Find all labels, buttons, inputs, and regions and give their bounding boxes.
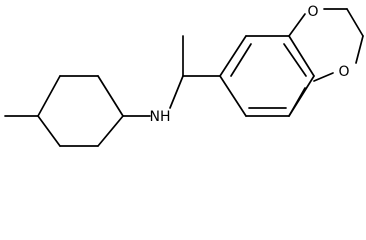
oxygen-top-label: O [307,4,318,20]
bond-nitrogen-chiral-carbon [169,75,184,109]
bond [346,8,364,37]
bond [219,35,247,77]
bond [288,87,306,117]
oxygen-bottom-label: O [338,64,349,80]
chemical-structure: NH O O [4,4,364,147]
benzene-ring [219,35,315,117]
double-bond-inner [230,43,252,77]
bond [97,115,124,147]
bond [313,72,334,82]
cyclohexane-ring [37,75,124,147]
bond [97,75,124,117]
nitrogen-label: NH [150,109,171,125]
dioxane-ring [288,8,364,117]
double-bond-inner [283,43,307,77]
bond [288,13,306,37]
bond [219,75,247,117]
bond [37,115,61,147]
bond [355,35,364,64]
bond [37,75,61,117]
bond [288,35,315,77]
